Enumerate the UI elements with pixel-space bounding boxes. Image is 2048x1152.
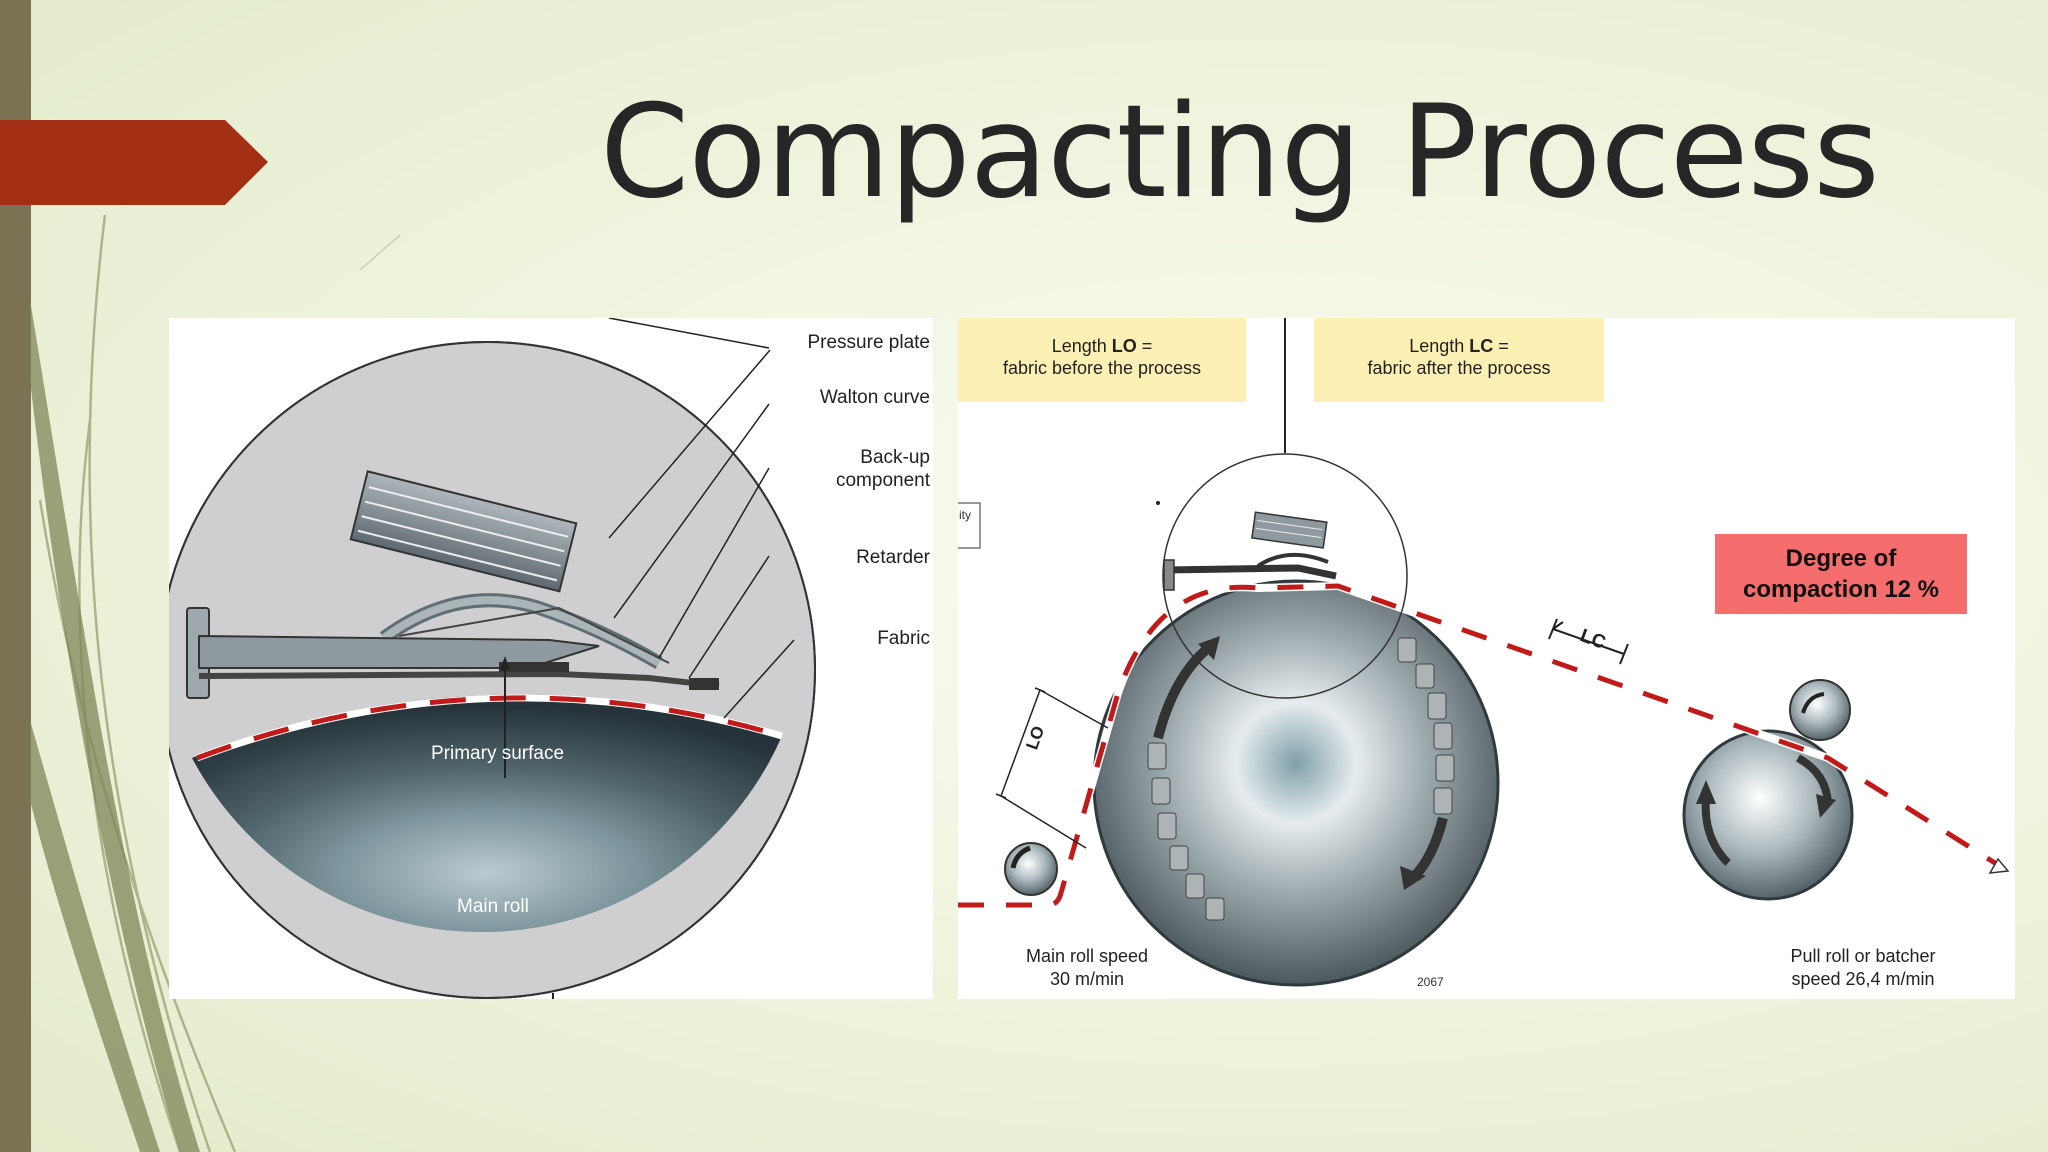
note-lo-prefix: Length (1051, 336, 1112, 356)
fabric-label: Fabric (877, 628, 930, 649)
degree-line2: compaction 12 % (1742, 576, 1940, 603)
note-lc-line2: fabric after the process (1367, 358, 1551, 378)
main-roll-speed-label-line1: Main roll speed (1025, 946, 1149, 966)
retarder-label: Retarder (856, 547, 930, 568)
degree-of-compaction-badge: Degree of compaction 12 % (1715, 534, 1967, 614)
degree-line1: Degree of (1785, 545, 1897, 572)
pull-roll-speed-label-line1: Pull roll or batcher (1790, 946, 1936, 966)
compaction-overview-drawing (958, 318, 2010, 987)
decorative-leaves (30, 214, 401, 1152)
note-lo-line2: fabric before the process (1002, 358, 1202, 378)
primary-surface-label: Primary surface (431, 743, 565, 764)
cropped-text: ity (959, 508, 971, 522)
note-lc-suffix: = (1493, 336, 1509, 356)
figure-number: 2067 (1417, 975, 1444, 989)
pressure-plate-label: Pressure plate (807, 332, 930, 353)
length-lc-note: Length LC = fabric after the process (1314, 318, 1604, 402)
page-title: Compacting Process (600, 78, 1880, 227)
compaction-zone-drawing (169, 318, 816, 999)
backup-component-label-line2: component (835, 470, 930, 491)
pull-roll-speed-label-line2: speed 26,4 m/min (1791, 969, 1935, 989)
backup-component-label-line1: Back-up (860, 447, 930, 468)
note-lc-key: LC (1469, 336, 1494, 356)
compaction-overview-diagram: Length LO = fabric before the process Le… (958, 318, 2015, 999)
main-roll-label: Main roll (457, 896, 529, 917)
main-roll-speed-label-line2: 30 m/min (1049, 969, 1125, 989)
note-lo-key: LO (1111, 336, 1137, 356)
accent-arrow-shape (0, 120, 268, 205)
length-lo-note: Length LO = fabric before the process (958, 318, 1246, 402)
note-lo-suffix: = (1136, 336, 1153, 356)
note-lc-prefix: Length (1409, 336, 1470, 356)
walton-curve-label: Walton curve (819, 387, 930, 408)
compaction-zone-diagram: Pressure plate Walton curve Back-up comp… (169, 318, 933, 999)
